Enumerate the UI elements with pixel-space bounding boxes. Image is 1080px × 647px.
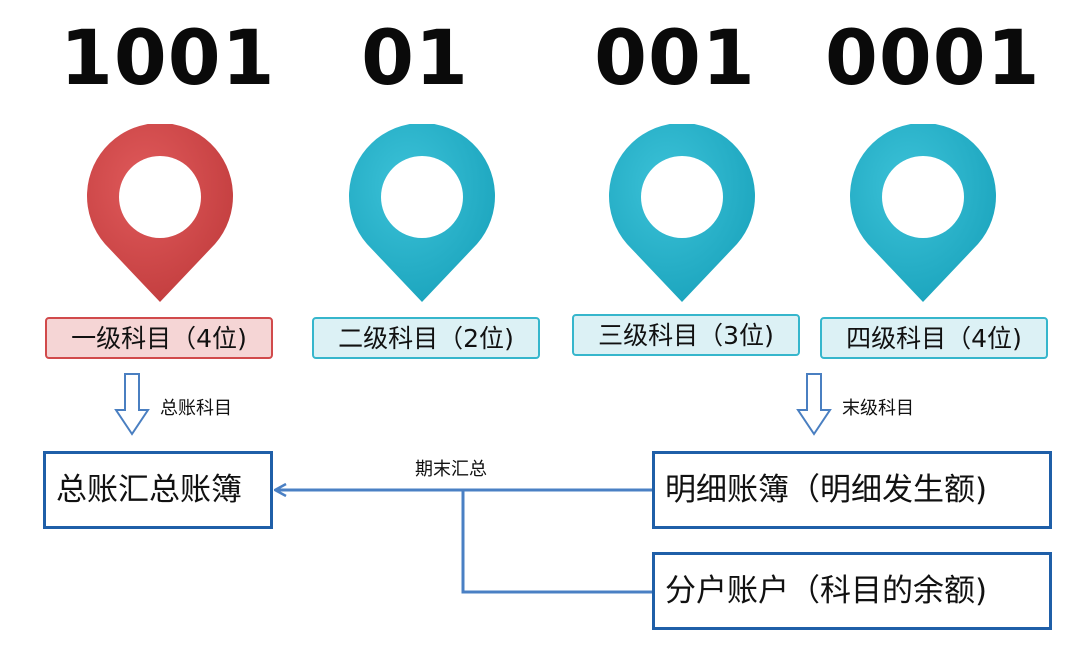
map-pin-blue-icon <box>349 124 495 302</box>
period-end-summary-label: 期末汇总 <box>415 459 487 480</box>
level-1-label: 一级科目（4位) <box>45 317 273 359</box>
down-arrow-icon <box>796 373 832 436</box>
code-level-1: 1001 <box>60 13 276 102</box>
sub-account-connector-line <box>461 490 652 594</box>
code-level-4: 0001 <box>825 13 1041 102</box>
general-ledger-box: 总账汇总账簿 <box>43 451 273 529</box>
sub-account-box: 分户账户（科目的余额) <box>652 552 1052 630</box>
level-4-label: 四级科目（4位) <box>820 317 1048 359</box>
leaf-account-label: 末级科目 <box>842 398 914 419</box>
level-2-label: 二级科目（2位) <box>312 317 540 359</box>
code-level-2: 01 <box>361 13 469 102</box>
map-pin-red-icon <box>87 124 233 302</box>
level-3-label: 三级科目（3位) <box>572 314 800 356</box>
detail-ledger-box: 明细账簿（明细发生额) <box>652 451 1052 529</box>
down-arrow-icon <box>114 373 150 436</box>
code-level-3: 001 <box>594 13 756 102</box>
map-pin-blue-icon <box>850 124 996 302</box>
general-account-label: 总账科目 <box>160 398 232 419</box>
map-pin-blue-icon <box>609 124 755 302</box>
